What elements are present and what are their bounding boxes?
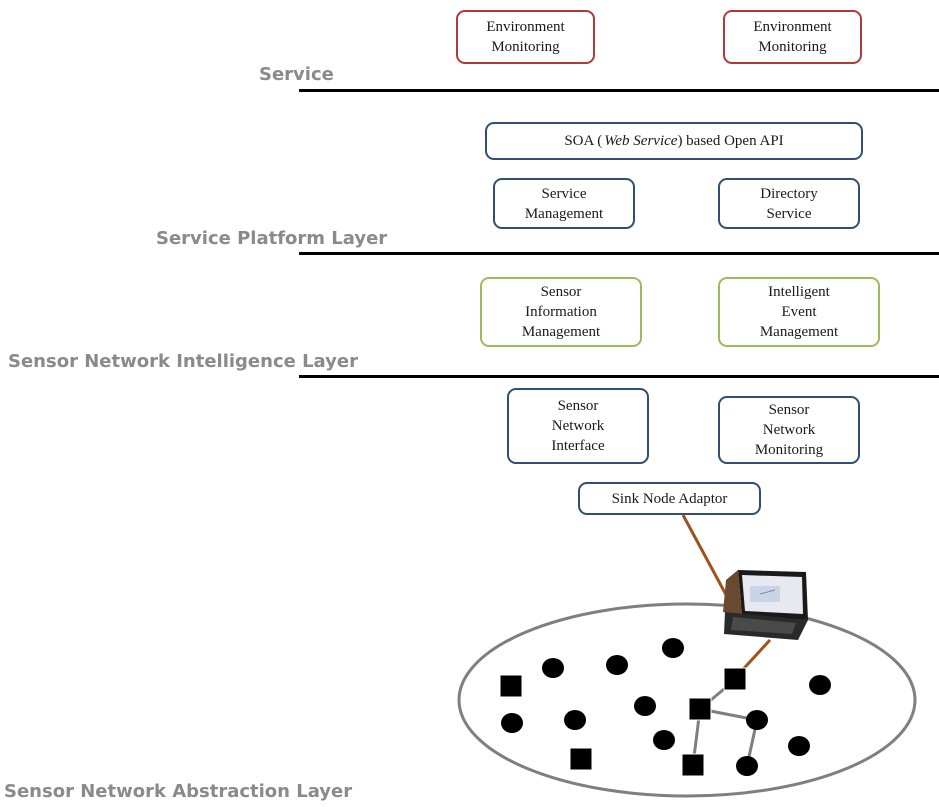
sensor-network-monitoring-box: Sensor Network Monitoring (718, 396, 860, 464)
sensor-network-abstraction-layer-label: Sensor Network Abstraction Layer (4, 781, 353, 802)
soa-text-prefix: SOA ( (564, 133, 603, 149)
environment-monitoring-box-2: Environment Monitoring (723, 10, 862, 64)
sink-node (499, 674, 523, 698)
sink-nodes (499, 667, 747, 777)
sensor-information-management-box: Sensor Information Management (480, 277, 642, 347)
environment-monitoring-box-1: Environment Monitoring (456, 10, 595, 64)
sensor-node (788, 736, 810, 756)
sink-node (569, 747, 593, 771)
sensor-nodes (501, 638, 831, 776)
sensor-node (542, 658, 564, 678)
service-divider (299, 89, 939, 92)
laptop-icon (723, 570, 808, 640)
sensor-node (746, 710, 768, 730)
soa-text-suffix: ) based Open API (677, 133, 784, 149)
sink-node (681, 753, 705, 777)
intelligence-divider (299, 375, 939, 378)
sink-node-adaptor-box: Sink Node Adaptor (578, 482, 761, 515)
sensor-node (662, 638, 684, 658)
sensor-node (809, 675, 831, 695)
service-management-box: Service Management (493, 178, 635, 229)
directory-service-box: Directory Service (718, 178, 860, 229)
sensor-node (653, 730, 675, 750)
sensor-network-intelligence-layer-label: Sensor Network Intelligence Layer (8, 351, 358, 372)
sensor-node (564, 710, 586, 730)
sink-to-laptop-link (681, 514, 733, 605)
intelligent-event-management-box: Intelligent Event Management (718, 277, 880, 347)
service-platform-layer-label: Service Platform Layer (156, 228, 388, 249)
sensor-node (501, 713, 523, 733)
sensor-node (606, 655, 628, 675)
sensor-network-interface-box: Sensor Network Interface (507, 388, 649, 464)
soa-text-italic: Web Service (604, 133, 678, 149)
sink-node (723, 667, 747, 691)
platform-divider (299, 252, 939, 255)
soa-open-api-box: SOA (Web Service) based Open API (485, 122, 863, 160)
sensor-node (736, 756, 758, 776)
sensor-node (634, 696, 656, 716)
sink-node (688, 697, 712, 721)
sensor-field-ellipse (457, 602, 917, 798)
service-layer-label: Service (259, 64, 334, 85)
